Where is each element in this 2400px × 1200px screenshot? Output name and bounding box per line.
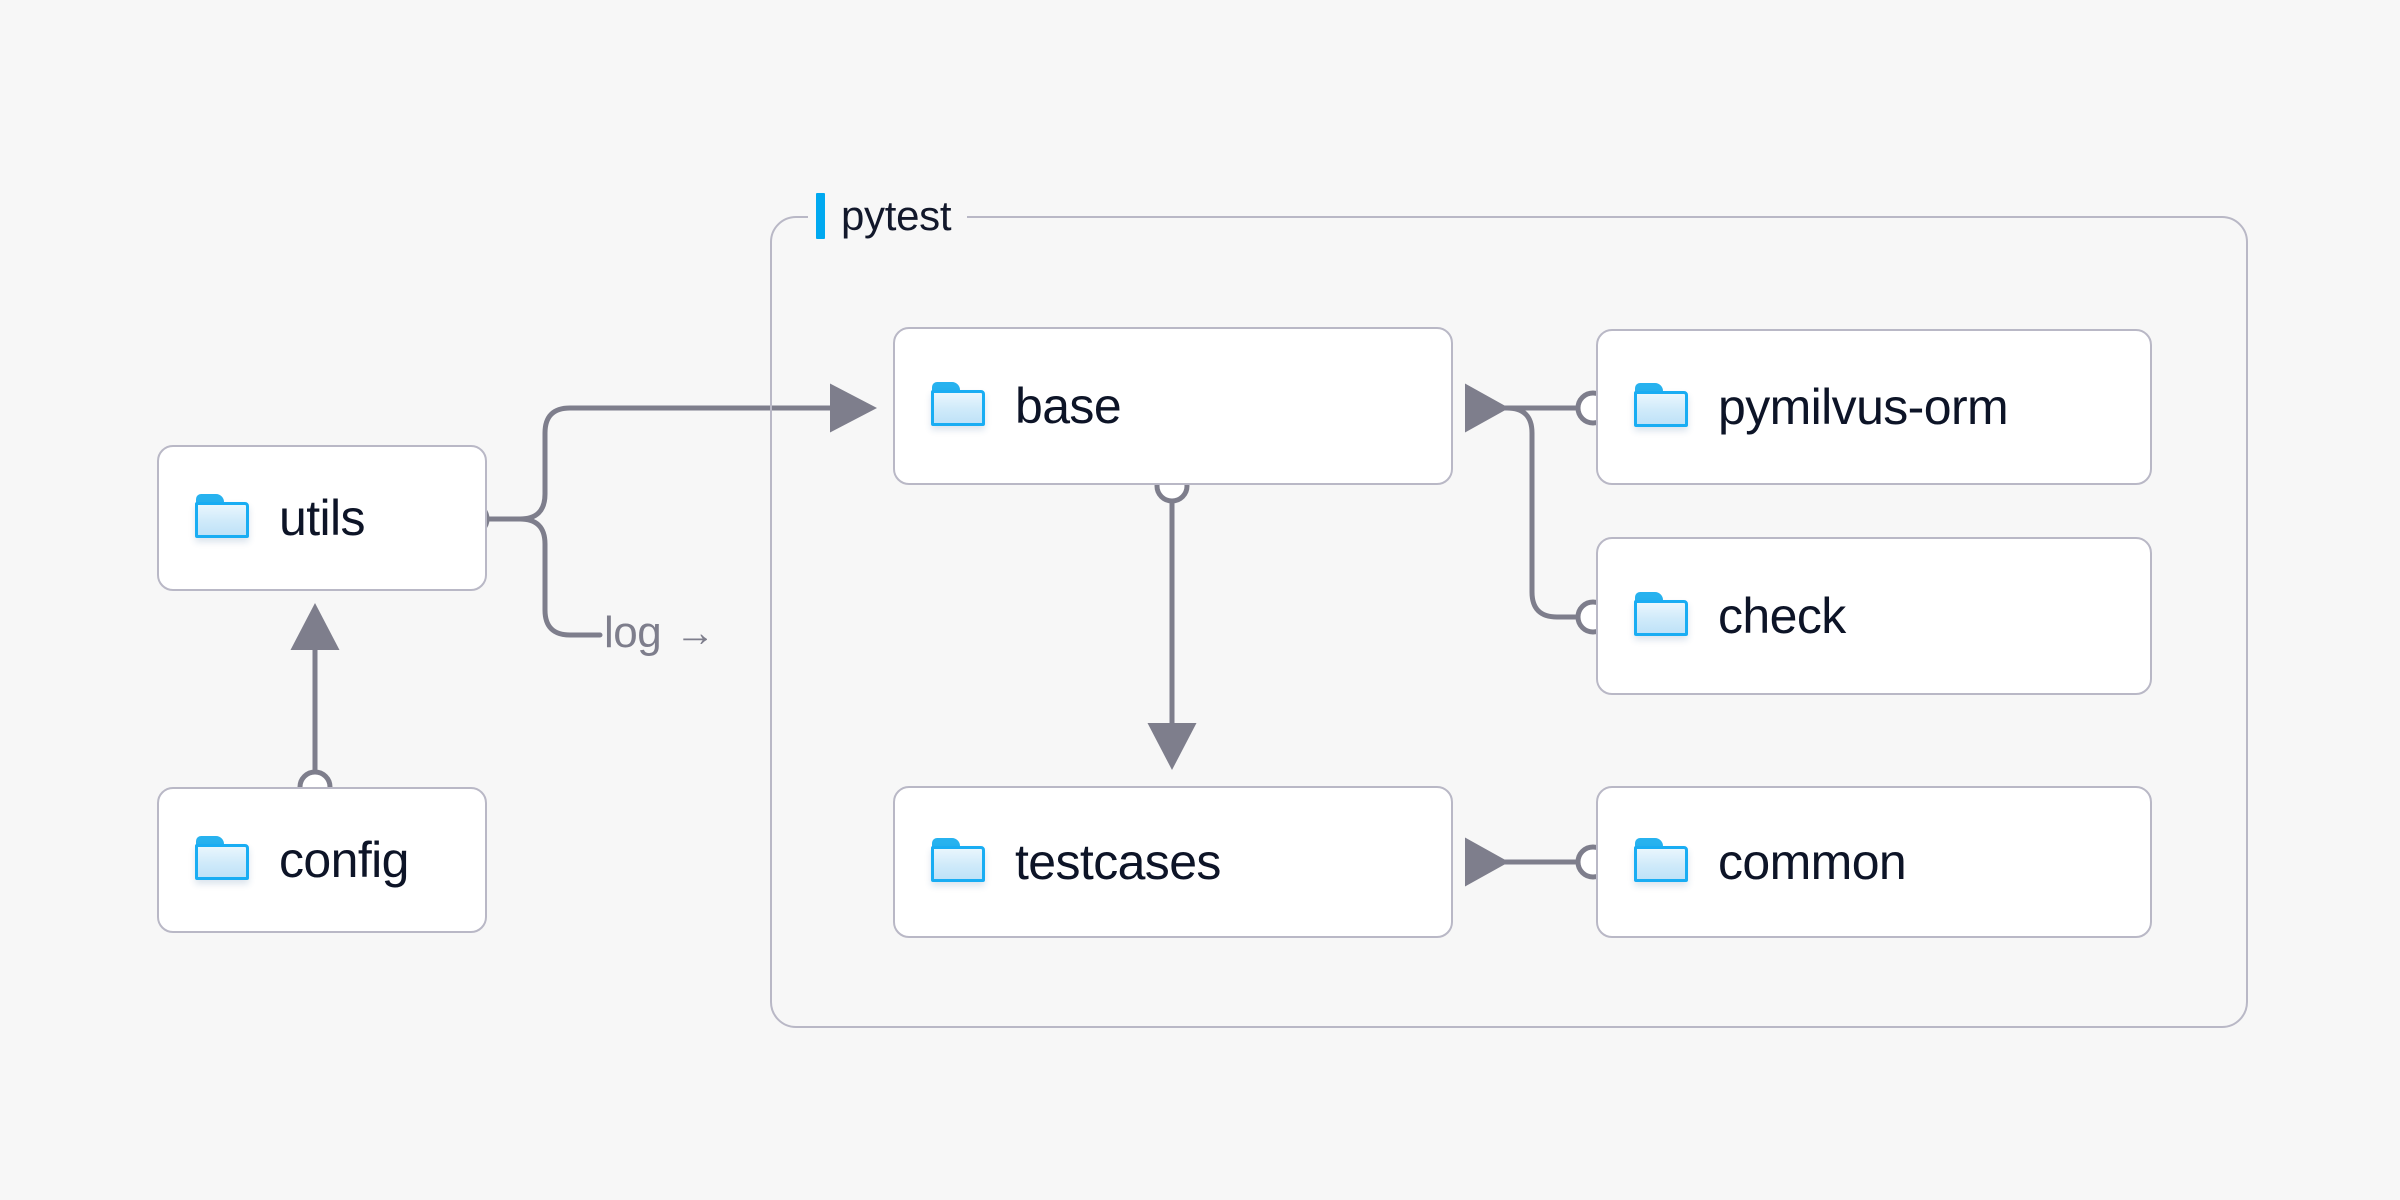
edge-label-log-text: log bbox=[604, 608, 662, 657]
node-utils[interactable]: utils bbox=[157, 445, 487, 591]
arrow-right-icon: → bbox=[675, 611, 715, 655]
folder-icon bbox=[931, 382, 989, 430]
folder-icon bbox=[1634, 383, 1692, 431]
folder-icon bbox=[931, 838, 989, 886]
node-pymilvus-orm[interactable]: pymilvus-orm bbox=[1596, 329, 2152, 485]
node-base-label: base bbox=[1015, 378, 1122, 434]
edge-utils-to-log bbox=[517, 516, 603, 638]
pytest-group-container[interactable] bbox=[770, 216, 2248, 1028]
node-base[interactable]: base bbox=[893, 327, 1453, 485]
folder-icon bbox=[195, 494, 253, 542]
node-utils-label: utils bbox=[279, 490, 366, 546]
node-testcases[interactable]: testcases bbox=[893, 786, 1453, 938]
edge-label-log: log → bbox=[604, 608, 715, 658]
folder-icon bbox=[195, 836, 253, 884]
pytest-group-label-text: pytest bbox=[841, 192, 952, 239]
accent-bar bbox=[816, 193, 825, 239]
node-testcases-label: testcases bbox=[1015, 834, 1221, 890]
node-check[interactable]: check bbox=[1596, 537, 2152, 695]
node-common-label: common bbox=[1718, 834, 1907, 890]
node-config-label: config bbox=[279, 832, 409, 888]
node-check-label: check bbox=[1718, 588, 1846, 644]
node-config[interactable]: config bbox=[157, 787, 487, 933]
edge-utils-to-base bbox=[517, 383, 877, 522]
folder-icon bbox=[1634, 838, 1692, 886]
node-pymilvus-orm-label: pymilvus-orm bbox=[1718, 379, 2009, 435]
node-common[interactable]: common bbox=[1596, 786, 2152, 938]
folder-icon bbox=[1634, 592, 1692, 640]
pytest-group-label: pytest bbox=[808, 188, 968, 244]
edge-check-to-base bbox=[1467, 405, 1581, 620]
